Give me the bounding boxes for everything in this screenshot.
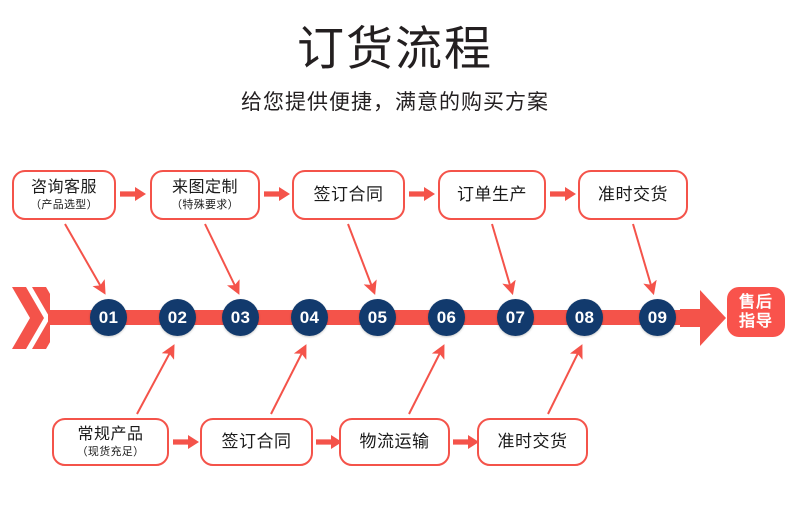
top-step-4-title: 订单生产 xyxy=(457,185,527,204)
after-sales-badge-line2: 指导 xyxy=(738,313,773,330)
bottom-step-box-2[interactable]: 签订合同 xyxy=(200,418,313,466)
connector-bottom-4 xyxy=(547,344,583,415)
connector-top-5 xyxy=(632,223,657,296)
top-connector-arrow-2 xyxy=(264,187,290,201)
after-sales-badge-line1: 售后 xyxy=(738,294,773,311)
top-step-box-5[interactable]: 准时交货 xyxy=(578,170,688,220)
bottom-connector-arrow-1 xyxy=(173,435,199,449)
top-step-box-2[interactable]: 来图定制 （特殊要求） xyxy=(150,170,260,220)
top-connector-arrow-4 xyxy=(550,187,576,201)
top-step-2-title: 来图定制 xyxy=(171,179,238,196)
top-step-3-title: 签订合同 xyxy=(313,185,384,204)
double-chevron-icon xyxy=(12,287,50,349)
bottom-step-box-4[interactable]: 准时交货 xyxy=(477,418,588,466)
timeline-step-09[interactable]: 09 xyxy=(639,299,676,336)
bottom-step-3-title: 物流运输 xyxy=(359,432,430,451)
bottom-step-box-1[interactable]: 常规产品 （现货充足） xyxy=(52,418,169,466)
timeline-arrowhead-icon xyxy=(680,290,726,346)
top-step-1-title: 咨询客服 xyxy=(30,179,97,196)
page-title: 订货流程 xyxy=(297,22,493,75)
header: 订货流程 给您提供便捷，满意的购买方案 xyxy=(0,0,790,116)
bottom-step-box-3[interactable]: 物流运输 xyxy=(339,418,450,466)
timeline-step-03[interactable]: 03 xyxy=(222,299,259,336)
timeline-step-01[interactable]: 01 xyxy=(90,299,127,336)
timeline-step-05[interactable]: 05 xyxy=(359,299,396,336)
connector-bottom-2 xyxy=(270,344,307,415)
connector-bottom-3 xyxy=(408,344,445,415)
connector-top-2 xyxy=(204,223,240,295)
page-subtitle: 给您提供便捷，满意的购买方案 xyxy=(241,91,549,114)
top-step-2-subtitle: （特殊要求） xyxy=(171,199,239,211)
top-step-box-3[interactable]: 签订合同 xyxy=(292,170,405,220)
bottom-connector-arrow-3 xyxy=(453,435,479,449)
top-connector-arrow-1 xyxy=(120,187,146,201)
bottom-step-4-title: 准时交货 xyxy=(497,432,568,451)
bottom-step-1-subtitle: （现货充足） xyxy=(76,446,145,458)
top-step-box-1[interactable]: 咨询客服 （产品选型） xyxy=(12,170,116,220)
connector-top-1 xyxy=(64,223,106,295)
timeline-step-08[interactable]: 08 xyxy=(566,299,603,336)
timeline-step-02[interactable]: 02 xyxy=(159,299,196,336)
top-step-5-title: 准时交货 xyxy=(598,185,668,204)
after-sales-badge[interactable]: 售后 指导 xyxy=(727,287,785,337)
top-step-box-4[interactable]: 订单生产 xyxy=(438,170,546,220)
connector-top-4 xyxy=(491,223,516,296)
timeline-step-07[interactable]: 07 xyxy=(497,299,534,336)
bottom-connector-arrow-2 xyxy=(316,435,342,449)
top-connector-arrow-3 xyxy=(409,187,435,201)
top-step-1-subtitle: （产品选型） xyxy=(30,199,98,211)
timeline-step-04[interactable]: 04 xyxy=(291,299,328,336)
process-timeline: 01 02 03 04 05 06 07 08 09 xyxy=(0,283,790,353)
connector-top-3 xyxy=(347,223,377,295)
timeline-step-06[interactable]: 06 xyxy=(428,299,465,336)
connector-bottom-1 xyxy=(136,344,175,415)
bottom-step-2-title: 签订合同 xyxy=(221,432,292,451)
bottom-step-1-title: 常规产品 xyxy=(77,426,144,443)
